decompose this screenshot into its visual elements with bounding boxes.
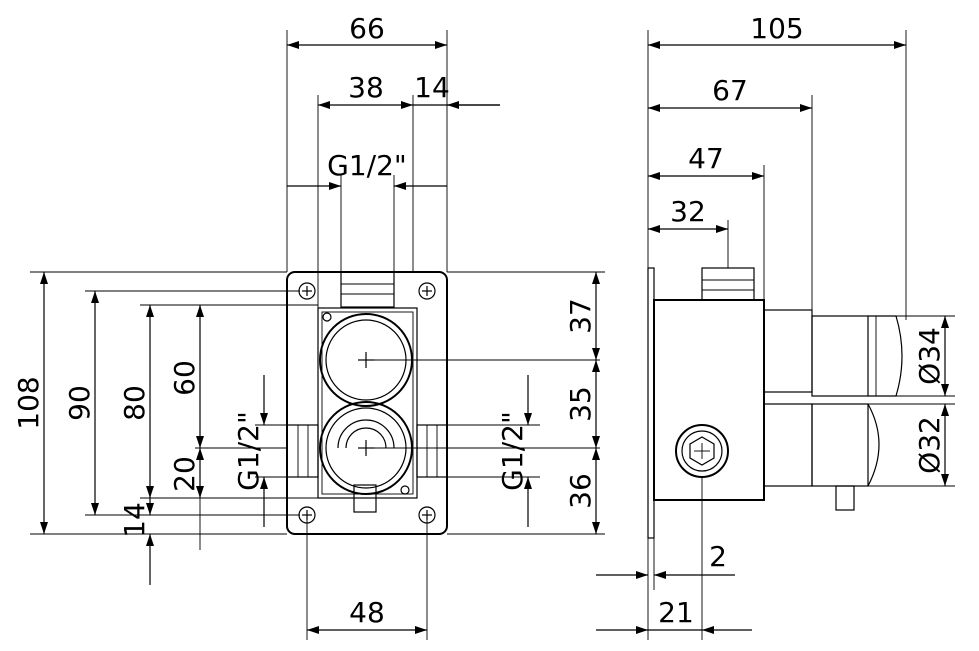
dim-36: 36 — [564, 473, 597, 509]
thread-top: G1/2" — [327, 149, 407, 182]
side-top-connector — [701, 267, 755, 301]
dim-67: 67 — [712, 74, 748, 107]
dim-90: 90 — [63, 385, 96, 421]
thread-right: G1/2" — [496, 411, 529, 491]
dim-37: 37 — [564, 298, 597, 334]
bottom-stub — [353, 484, 377, 513]
screw-icon — [418, 282, 436, 300]
dim-32: 32 — [670, 195, 706, 228]
dim-66: 66 — [349, 12, 385, 45]
dim-14-top: 14 — [414, 71, 450, 104]
dim-20: 20 — [168, 456, 201, 492]
dim-105: 105 — [750, 12, 803, 45]
top-connector — [340, 271, 395, 308]
right-connector — [416, 424, 448, 478]
dim-dia-32: Ø32 — [913, 416, 946, 474]
dim-47: 47 — [688, 142, 724, 175]
hex-nut-icon — [675, 424, 729, 478]
dim-2: 2 — [709, 540, 727, 573]
screw-icon — [298, 282, 316, 300]
dim-60: 60 — [168, 360, 201, 396]
dim-48: 48 — [349, 596, 385, 629]
dim-21: 21 — [658, 596, 694, 629]
dim-14-left: 14 — [118, 502, 151, 538]
lower-knob — [811, 403, 869, 487]
side-view: 105 67 47 32 Ø34 Ø32 2 21 — [596, 12, 955, 640]
dim-38: 38 — [348, 71, 384, 104]
dim-80: 80 — [118, 385, 151, 421]
inner-body — [317, 307, 418, 499]
front-view: 66 38 14 G1/2" 108 90 80 60 20 — [12, 12, 605, 640]
dim-dia-34: Ø34 — [913, 327, 946, 385]
dim-35: 35 — [564, 386, 597, 422]
left-connector — [286, 424, 319, 478]
thread-left: G1/2" — [232, 411, 265, 491]
dim-108: 108 — [12, 376, 45, 429]
upper-knob — [811, 315, 869, 397]
